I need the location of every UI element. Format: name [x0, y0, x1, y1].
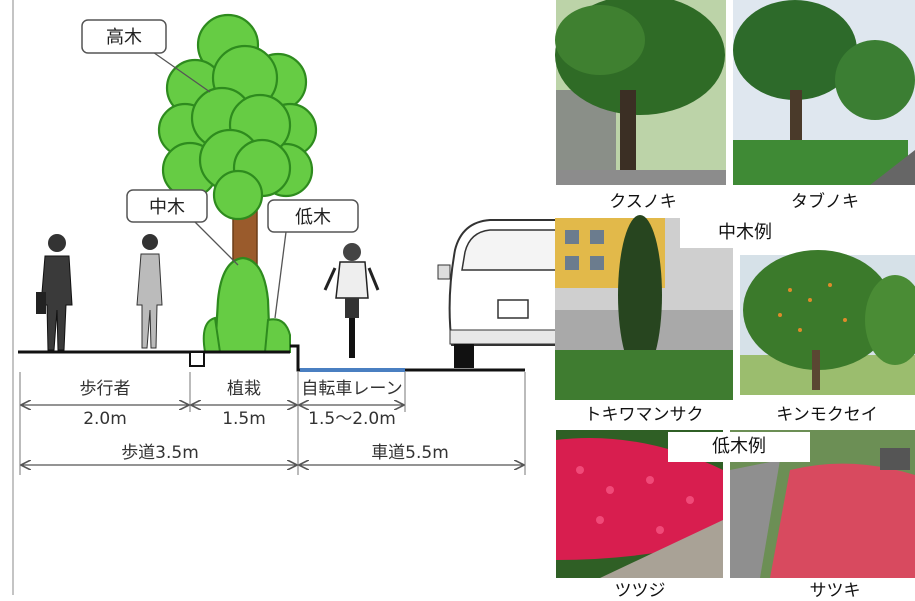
callout-tall-label: 高木 [106, 27, 142, 48]
pedestrian-man [36, 234, 73, 351]
dim-pedestrian-label: 歩行者 [80, 379, 131, 399]
dim-bike-lane-value: 1.5〜2.0m [308, 409, 396, 429]
photo-kusunoki [555, 0, 726, 185]
callout-medium-label: 中木 [149, 197, 185, 218]
caption-kusunoki: クスノキ [609, 192, 677, 212]
caption-tokiwamansaku: トキワマンサク [584, 405, 704, 425]
dim-pedestrian-value: 2.0m [83, 409, 127, 429]
tree-crown [157, 13, 318, 221]
caption-tsutsuji: ツツジ [614, 581, 666, 601]
dim-roadway: 車道5.5m [371, 443, 449, 463]
heading-medium-tree-examples: 中木例 [680, 218, 810, 248]
caption-kinmokusei: キンモクセイ [776, 405, 878, 425]
dim-sidewalk-total: 歩道3.5m [121, 443, 199, 463]
photo-tsutsuji [556, 430, 723, 578]
medium-shrub-illustration [213, 256, 272, 354]
caption-satsuki: サツキ [809, 581, 861, 601]
photo-tokiwamansaku [555, 215, 733, 400]
low-shrub-left [202, 316, 222, 353]
car-rear [437, 219, 561, 368]
low-shrub-right [263, 318, 291, 353]
curb-block [189, 351, 205, 367]
dimension-guides [19, 372, 526, 475]
callout-low-label: 低木 [295, 207, 331, 228]
dim-planting-label: 植栽 [227, 379, 261, 399]
dim-bike-lane-label: 自転車レーン [301, 379, 402, 399]
cyclist [323, 243, 380, 358]
dim-planting-value: 1.5m [222, 409, 266, 429]
callout-low-tree: 低木 [267, 199, 359, 319]
caption-tabunoki: タブノキ [791, 192, 859, 212]
ground-profile [18, 344, 525, 372]
tall-tree-illustration [157, 13, 318, 326]
callout-tall-tree: 高木 [81, 19, 211, 93]
heading-low-tree-examples: 低木例 [668, 432, 810, 462]
dimension-arrows [22, 405, 523, 465]
photo-tabunoki [733, 0, 915, 185]
callout-medium-tree: 中木 [126, 189, 239, 266]
photo-kinmokusei [740, 250, 915, 395]
pedestrian-woman [136, 234, 163, 349]
photo-satsuki [730, 430, 915, 578]
